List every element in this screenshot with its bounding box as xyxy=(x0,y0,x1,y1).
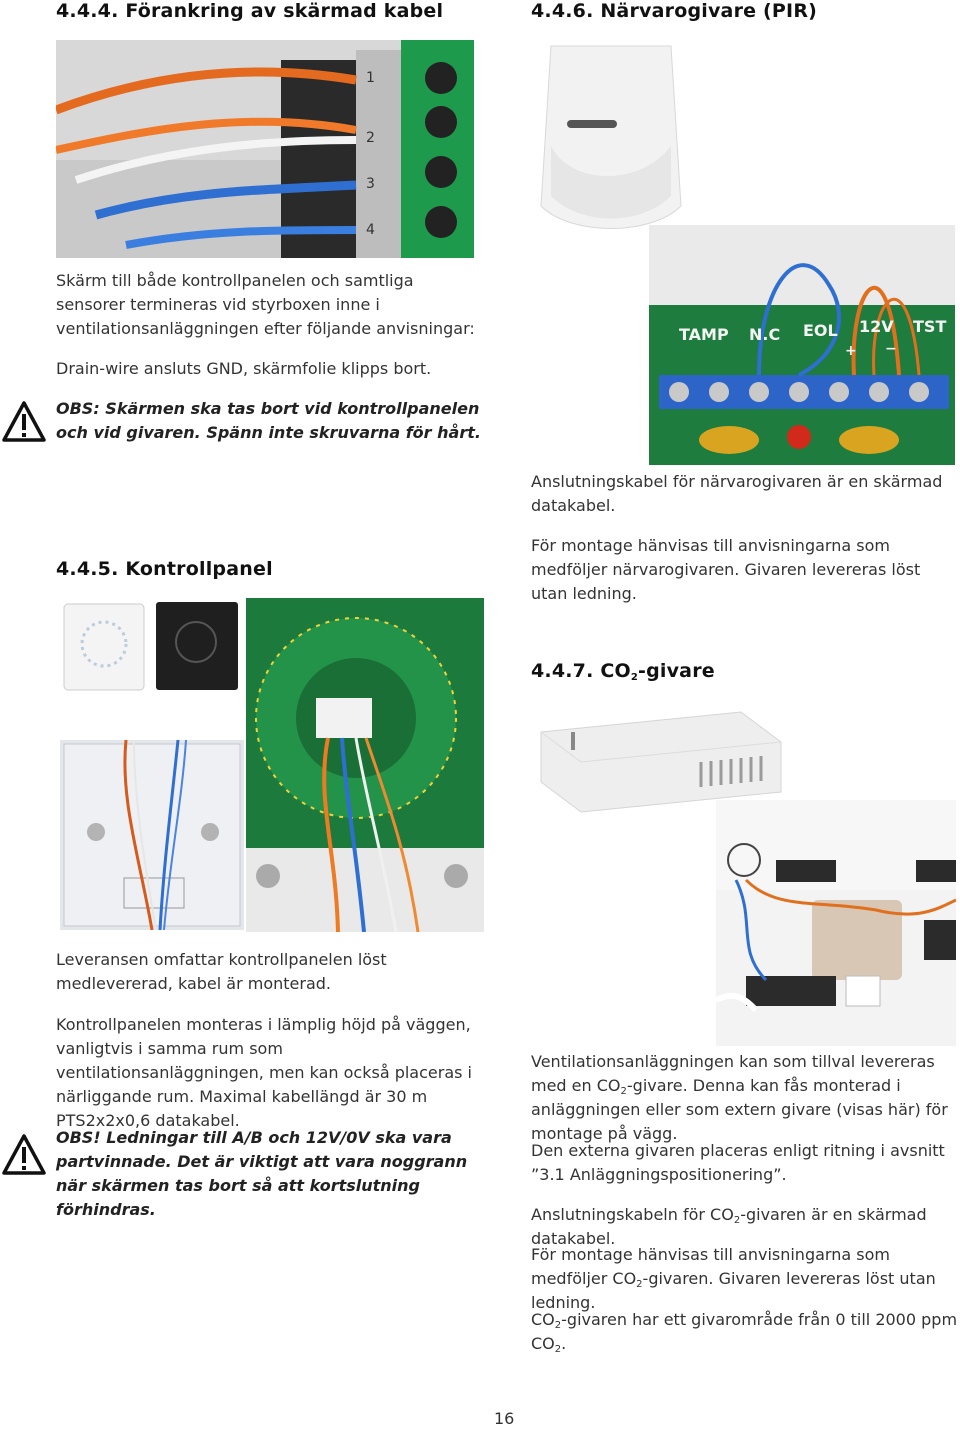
paragraph-co2-placement: Den externa givaren placeras enligt ritn… xyxy=(531,1141,945,1184)
paragraph-co2-option: Ventilationsanläggningen kan som tillval… xyxy=(531,1052,948,1143)
section-title-co2: 4.4.7. CO2-givare xyxy=(531,660,715,683)
paragraph-pir-cable: Anslutningskabel för närvarogivaren är e… xyxy=(531,472,943,515)
paragraph-drain-wire: Drain-wire ansluts GND, skärmfolie klipp… xyxy=(56,359,432,378)
pir-label-tst: TST xyxy=(913,317,947,336)
terminal-label: 3 xyxy=(366,176,375,192)
section-title-shielded-cable: 4.4.4. Förankring av skärmad kabel xyxy=(56,0,444,22)
paragraph-delivery: Leveransen omfattar kontrollpanelen löst… xyxy=(56,950,387,993)
photo-wall-plate xyxy=(60,740,244,930)
photo-control-panel-pcb xyxy=(246,598,484,932)
terminal-label: 1 xyxy=(366,70,375,86)
photo-pir-sensor xyxy=(531,36,691,250)
paragraph-co2-range: CO2-givaren har ett givarområde från 0 t… xyxy=(531,1310,958,1355)
pir-label-12v: 12V xyxy=(859,317,894,336)
pir-label-minus: − xyxy=(885,341,897,357)
paragraph-co2-cable: Anslutningskabeln för CO2-givaren är en … xyxy=(531,1205,927,1248)
paragraph-shield-termination: Skärm till både kontrollpanelen och samt… xyxy=(56,271,475,338)
photo-pir-terminal-board: TAMP N.C EOL 12V TST + − xyxy=(649,225,955,465)
photo-co2-terminal-board xyxy=(716,800,956,1046)
paragraph-mounting: Kontrollpanelen monteras i lämplig höjd … xyxy=(56,1015,472,1130)
section-title-control-panel: 4.4.5. Kontrollpanel xyxy=(56,558,273,580)
terminal-label: 2 xyxy=(366,130,375,146)
warning-icon xyxy=(2,1134,46,1175)
pir-label-tamp: TAMP xyxy=(679,325,729,344)
photo-co2-sensor xyxy=(531,692,787,816)
photo-terminal-block: 1 2 3 4 xyxy=(56,40,474,258)
warning-shield-removal: OBS: Skärmen ska tas bort vid kontrollpa… xyxy=(56,399,481,442)
paragraph-pir-mounting: För montage hänvisas till anvisningarna … xyxy=(531,536,921,603)
warning-icon xyxy=(2,401,46,442)
paragraph-co2-mounting: För montage hänvisas till anvisningarna … xyxy=(531,1245,936,1312)
warning-twisted-pairs: OBS! Ledningar till A/B och 12V/0V ska v… xyxy=(56,1128,468,1219)
photo-control-panels xyxy=(56,598,244,698)
terminal-label: 4 xyxy=(366,222,375,238)
page-number: 16 xyxy=(494,1409,515,1428)
pir-label-nc: N.C xyxy=(749,325,781,344)
pir-label-eol: EOL xyxy=(803,321,838,340)
section-title-pir: 4.4.6. Närvarogivare (PIR) xyxy=(531,0,818,22)
pir-label-plus: + xyxy=(845,343,857,359)
